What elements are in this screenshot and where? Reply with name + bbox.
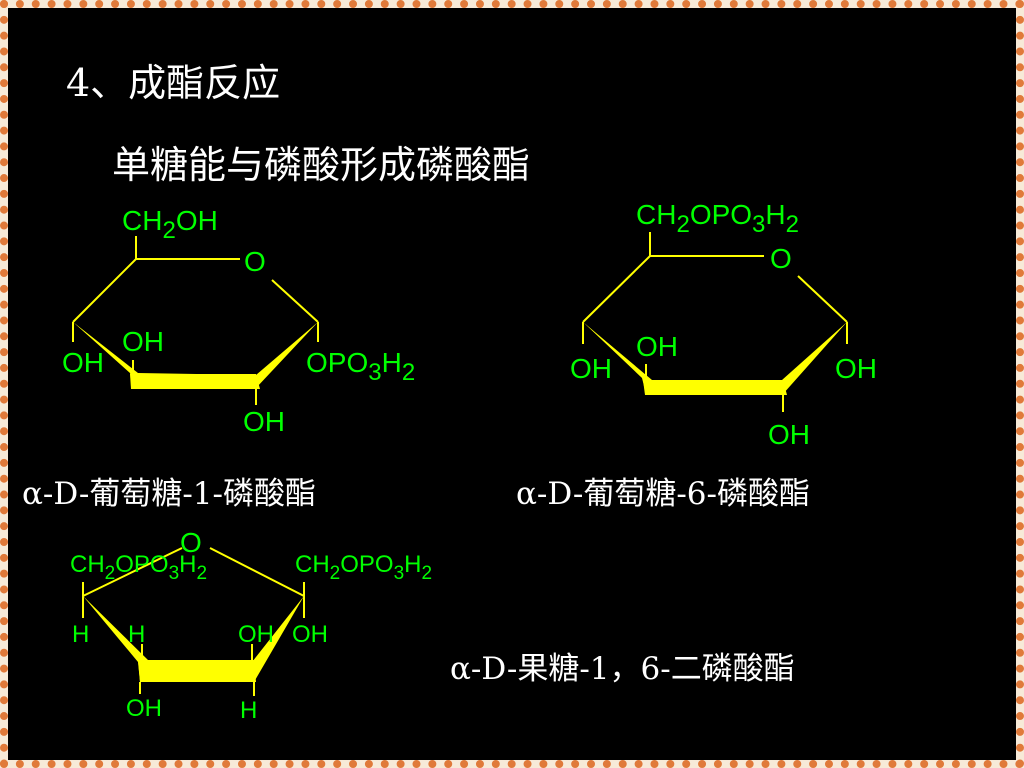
label-ch2opo3h2: CH2OPO3H2 (636, 199, 799, 238)
ring-bond-o-c1 (271, 279, 319, 323)
label-oh-c2: OH (768, 419, 810, 450)
slide-heading: 4、成酯反应 (66, 61, 281, 105)
label-oh-c3: OH (636, 331, 678, 362)
structure-glucose-1-phosphate: CH2OH O OH OH OH OPO3H2 (62, 205, 415, 437)
ring-front-bold (130, 374, 260, 389)
ring-bonds-back (582, 255, 764, 323)
label-oh-c1: OH (835, 353, 877, 384)
structure-fructose-1-6-bisphosphate: O CH2OPO3H2 CH2OPO3H2 H H OH OH OH H (70, 527, 432, 724)
ring-front-bold (643, 380, 787, 395)
label-oh-c2: OH (243, 406, 285, 437)
label-ring-oxygen: O (244, 246, 266, 277)
ring-bond-o-c2 (209, 547, 305, 597)
label-h-c3: H (240, 697, 257, 724)
label-oh-c2: OH (292, 621, 328, 648)
caption-glucose-1-phosphate: α-D-葡萄糖-1-磷酸酯 (22, 476, 316, 512)
ring-front-bold (138, 660, 256, 682)
label-ch2oh: CH2OH (122, 205, 218, 244)
caption-fructose-1-6-bisphosphate: α-D-果糖-1，6-二磷酸酯 (450, 651, 795, 687)
label-left-ch2opo3h2: CH2OPO3H2 (70, 551, 207, 584)
label-oh-c3: OH (238, 621, 274, 648)
label-h-c4: H (128, 621, 145, 648)
slide-subtitle: 单糖能与磷酸形成磷酸酯 (112, 143, 531, 187)
label-oh-c4: OH (62, 347, 104, 378)
structure-glucose-6-phosphate: CH2OPO3H2 O OH OH OH OH (570, 199, 877, 450)
label-right-ch2opo3h2: CH2OPO3H2 (295, 551, 432, 584)
label-oh-c4: OH (126, 695, 162, 722)
label-oh-c3: OH (122, 326, 164, 357)
label-ring-oxygen: O (180, 527, 202, 558)
label-ring-oxygen: O (770, 243, 792, 274)
label-h-c5: H (72, 621, 89, 648)
ring-bonds-back (72, 258, 240, 323)
label-oh-c4: OH (570, 353, 612, 384)
ring-bond-c5-o (82, 547, 183, 597)
ring-front-wedge (73, 322, 318, 388)
label-opo3h2: OPO3H2 (306, 347, 415, 386)
ring-bond-o-c1 (797, 275, 848, 323)
caption-glucose-6-phosphate: α-D-葡萄糖-6-磷酸酯 (516, 476, 810, 512)
